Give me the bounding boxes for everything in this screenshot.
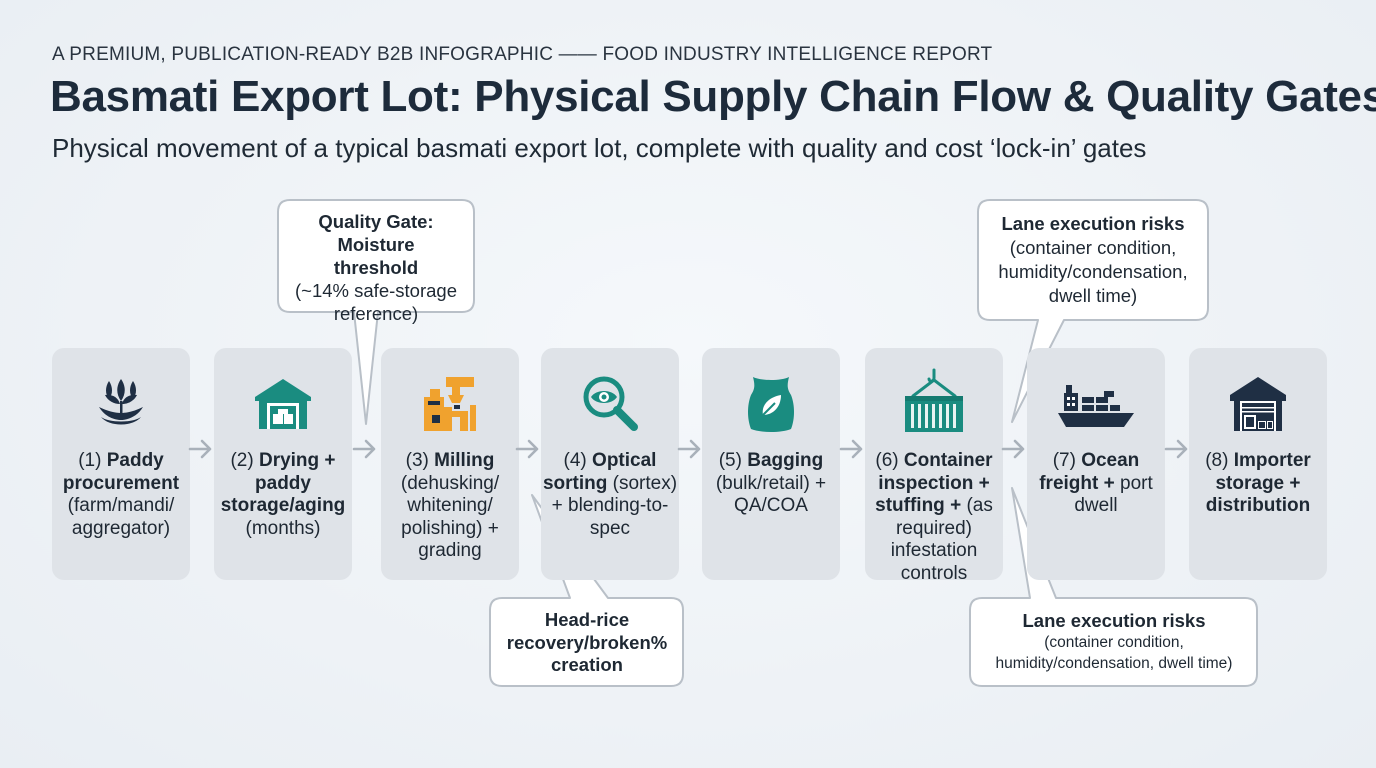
moisture-callout-bubble [277,199,475,425]
flow-arrow-icon [188,439,212,459]
step-label: (1) Paddy procurement (farm/mandi/ aggre… [62,450,180,539]
lane-bottom-callout-bubble [969,487,1258,687]
milling-machine-icon [424,377,476,431]
magnifier-eye-icon [583,376,638,431]
step-label: (4) Optical sorting (sortex) + blending-… [542,450,678,539]
grain-sack-icon [748,377,794,432]
page-subtitle: Physical movement of a typical basmati e… [52,133,1147,163]
headrice-callout-title: Head-rice recovery/broken% creation [506,609,668,675]
headrice-callout-bubble [489,494,684,687]
flow-arrow-icon [1164,439,1188,459]
flow-arrow-icon [352,439,376,459]
flow-arrow-icon [839,439,863,459]
step-label: (7) Ocean freight + port dwell [1039,450,1153,516]
page-title: Basmati Export Lot: Physical Supply Chai… [50,72,1376,121]
lane-top-callout-title: Lane execution risks [1001,213,1185,234]
distribution-warehouse-icon [1230,377,1286,431]
step-container-inspection: (6) Container inspection + stuffing + (a… [865,348,1003,584]
step-optical-sorting: (4) Optical sorting (sortex) + blending-… [541,348,679,580]
moisture-callout: Quality Gate: Moisture threshold (~14% s… [280,210,472,325]
step-label: (6) Container inspection + stuffing + (a… [875,450,993,584]
step-ocean-freight: (7) Ocean freight + port dwell [1027,348,1165,580]
step-label: (3) Milling (dehusking/ whitening/ polis… [400,450,500,561]
lane-bottom-callout-body: (container condition, humidity/condensat… [995,634,1233,672]
step-drying-storage: (2) Drying + paddy storage/aging (months… [214,348,352,580]
lane-bottom-callout: Lane execution risks (container conditio… [972,609,1256,674]
step-paddy-procurement: (1) Paddy procurement (farm/mandi/ aggre… [52,348,190,580]
step-milling: (3) Milling (dehusking/ whitening/ polis… [381,348,519,580]
cargo-ship-icon [1058,385,1134,427]
step-label: (8) Importer storage + distribution [1205,450,1311,516]
flow-arrow-icon [1001,439,1025,459]
flow-arrow-icon [677,439,701,459]
step-label: (2) Drying + paddy storage/aging (months… [220,450,346,539]
step-label: (5) Bagging (bulk/retail) + QA/COA [715,450,827,516]
lane-top-callout-body: (container condition, humidity/condensat… [998,237,1188,306]
warehouse-icon [255,379,311,429]
moisture-callout-body: (~14% safe-storage reference) [295,280,457,324]
report-kicker: A PREMIUM, PUBLICATION-READY B2B INFOGRA… [52,44,993,65]
lane-top-callout: Lane execution risks (container conditio… [980,212,1206,308]
container-crane-icon [905,368,963,432]
headrice-callout: Head-rice recovery/broken% creation [492,609,682,677]
step-importer-storage: (8) Importer storage + distribution [1189,348,1327,580]
step-bagging: (5) Bagging (bulk/retail) + QA/COA [702,348,840,580]
flow-arrow-icon [515,439,539,459]
moisture-callout-title: Quality Gate: Moisture threshold [318,211,434,278]
lane-bottom-callout-title: Lane execution risks [1022,610,1206,631]
wheat-plant-icon [99,379,143,425]
